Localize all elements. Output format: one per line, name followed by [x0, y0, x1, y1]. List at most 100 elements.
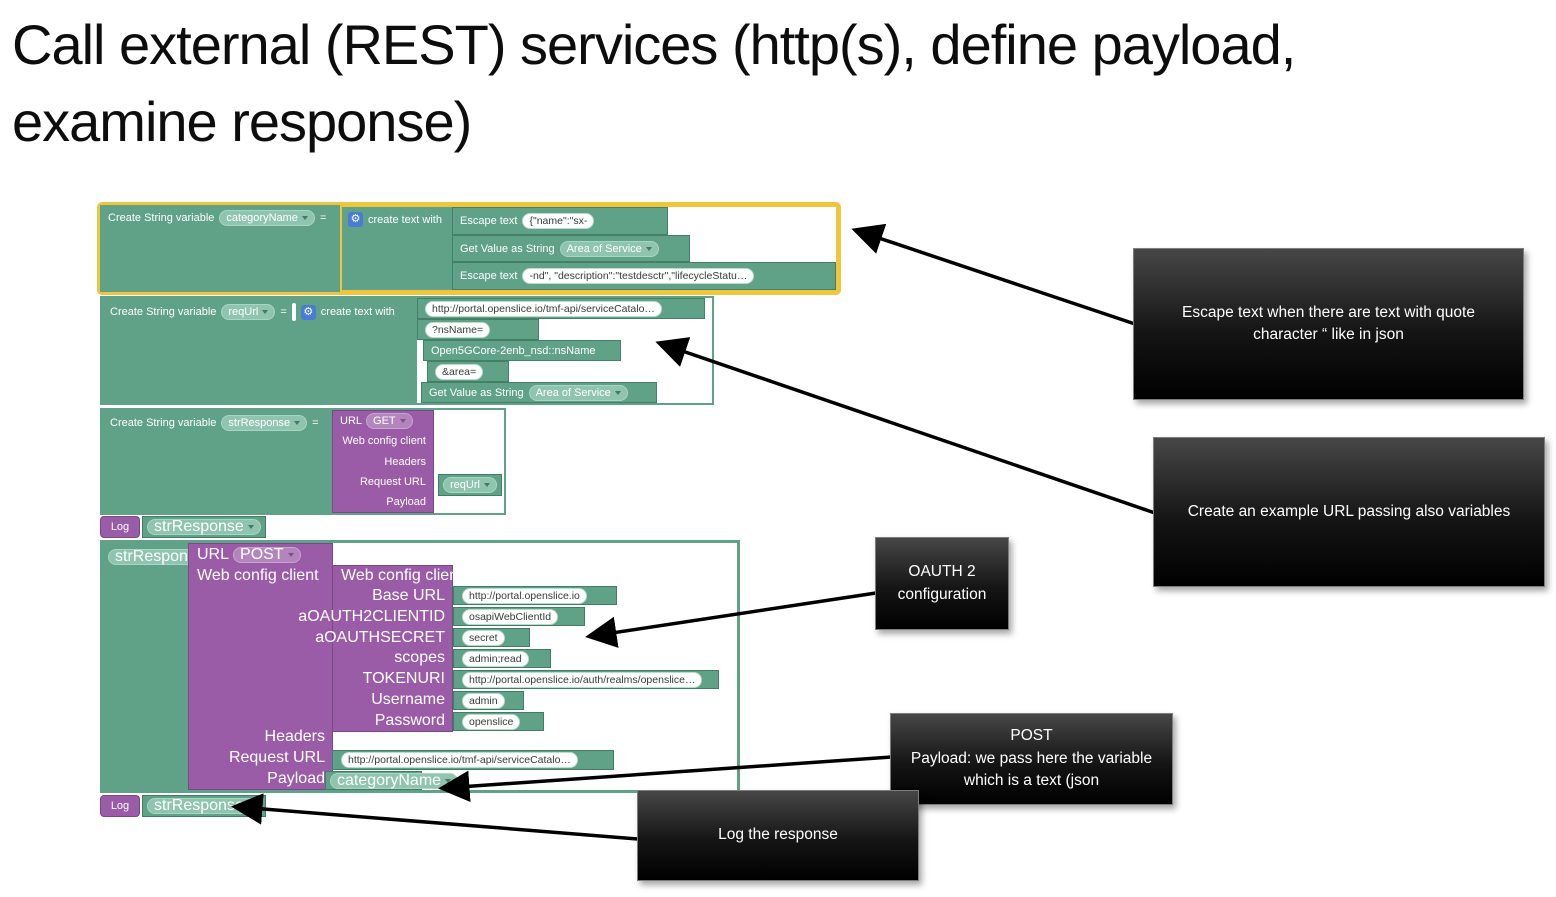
variable-dropdown[interactable]: strResponse: [221, 415, 308, 431]
log-block[interactable]: Log strResponse: [100, 795, 266, 817]
text-block[interactable]: secret: [453, 628, 530, 647]
log-block[interactable]: Log strResponse: [100, 516, 266, 538]
text-input[interactable]: {"name":"sx-: [522, 212, 595, 229]
variable-set-block[interactable]: strResponse =: [103, 543, 235, 790]
config-param-label: Base URL: [372, 587, 445, 605]
method-dropdown[interactable]: POST: [233, 545, 301, 563]
callout-text: Escape text when there are text with quo…: [1182, 303, 1475, 343]
block-url-get[interactable]: Create String variable strResponse = URL…: [100, 408, 506, 515]
url-call-block[interactable]: URL GET Web config client Headers Reques…: [332, 410, 434, 513]
variable-name: reqUrl: [228, 306, 259, 318]
text-block[interactable]: http://portal.openslice.io/tmf-api/servi…: [417, 298, 705, 319]
get-value-label: Get Value as String: [429, 386, 524, 399]
equals-label: =: [280, 306, 287, 318]
variable-dropdown[interactable]: reqUrl: [221, 304, 276, 320]
dropdown-arrow-icon: [287, 552, 294, 557]
variable-get-block[interactable]: reqUrl: [438, 474, 502, 496]
text-input[interactable]: admin;read: [462, 650, 529, 667]
gear-icon[interactable]: ⚙: [348, 212, 363, 227]
callout-example-url: Create an example URL passing also varia…: [1153, 437, 1545, 587]
callout-log-response: Log the response: [637, 790, 919, 881]
escape-text-label: Escape text: [460, 214, 518, 227]
text-block[interactable]: http://portal.openslice.io: [453, 586, 617, 605]
text-block[interactable]: admin: [453, 691, 524, 710]
variable-set-block[interactable]: Create String variable categoryName =: [100, 205, 340, 292]
area-of-service-dropdown[interactable]: Area of Service: [559, 240, 659, 257]
escape-text-block[interactable]: Escape text {"name":"sx-: [452, 207, 668, 235]
block-kind-label: Create String variable: [110, 306, 217, 318]
param-label: Request URL: [228, 748, 325, 766]
arrow-example-url: [655, 337, 1156, 515]
arrow-escape-text: [851, 223, 1136, 326]
variable-dropdown[interactable]: reqUrl: [443, 477, 497, 493]
param-label: Headers: [384, 455, 426, 468]
variable-get-block[interactable]: strResponse: [142, 795, 266, 817]
callout-text: Create an example URL passing also varia…: [1187, 502, 1511, 520]
get-value-block[interactable]: Get Value as String Area of Service: [452, 234, 690, 263]
get-value-block[interactable]: Get Value as String Area of Service: [421, 382, 657, 403]
text-input[interactable]: openslice: [462, 713, 521, 730]
block-url-post[interactable]: strResponse = URL POST Web config client…: [100, 540, 740, 793]
text-input[interactable]: -nd", "description":"testdesctr","lifecy…: [522, 268, 755, 285]
param-label: Headers: [264, 727, 325, 745]
callout-oauth: OAUTH 2 configuration: [875, 537, 1009, 630]
url-call-block[interactable]: URL POST Web config client Headers Reque…: [188, 543, 333, 790]
dropdown-value: Area of Service: [535, 386, 611, 399]
variable-dropdown[interactable]: categoryName: [330, 772, 459, 789]
block-create-categoryName[interactable]: Create String variable categoryName = ⚙ …: [97, 202, 841, 295]
callout-text: Payload: we pass here the variable which…: [910, 749, 1153, 790]
text-input[interactable]: http://portal.openslice.io/tmf-api/servi…: [425, 300, 662, 317]
text-input[interactable]: ?nsName=: [425, 321, 491, 338]
web-config-client-block[interactable]: Web config client Base URL aOAUTH2CLIENT…: [298, 565, 463, 732]
text-input[interactable]: http://portal.openslice.io/tmf-api/servi…: [341, 752, 578, 768]
callout-title: POST: [1010, 727, 1053, 745]
dropdown-arrow-icon: [614, 390, 621, 395]
variable-set-block[interactable]: Create String variable reqUrl = ⚙ create…: [102, 298, 417, 403]
text-input[interactable]: http://portal.openslice.io/auth/realms/o…: [462, 671, 703, 688]
text-block[interactable]: http://portal.openslice.io/tmf-api/servi…: [332, 750, 614, 770]
log-chip[interactable]: Log: [100, 516, 140, 538]
variable-dropdown[interactable]: categoryName: [219, 210, 315, 226]
variable-dropdown[interactable]: strResponse: [147, 518, 261, 535]
text-block[interactable]: osapiWebClientId: [453, 607, 585, 626]
text-block[interactable]: ?nsName=: [417, 319, 539, 340]
text-input[interactable]: admin: [462, 692, 505, 709]
text-input[interactable]: osapiWebClientId: [462, 608, 559, 625]
variable-get-block[interactable]: categoryName: [325, 771, 459, 790]
config-param-label: scopes: [394, 649, 445, 667]
text-input[interactable]: secret: [462, 629, 505, 646]
text-block[interactable]: openslice: [453, 712, 544, 731]
log-chip[interactable]: Log: [100, 795, 140, 817]
area-of-service-dropdown[interactable]: Area of Service: [528, 384, 628, 401]
param-label: Web config client: [197, 566, 319, 584]
param-label: Web config client: [342, 435, 426, 448]
text-input[interactable]: &area=: [435, 363, 484, 380]
method-dropdown[interactable]: GET: [366, 413, 413, 430]
block-kind-label: Create String variable: [110, 417, 217, 429]
variable-dropdown[interactable]: strResponse: [147, 797, 261, 814]
variable-get-block[interactable]: Open5GCore-2enb_nsd::nsName: [423, 340, 621, 361]
variable-name: strResponse: [115, 548, 205, 565]
mutator-label: create text with: [320, 306, 395, 318]
variable-get-block[interactable]: strResponse: [142, 516, 266, 538]
escape-text-label: Escape text: [460, 270, 518, 283]
callout-text: OAUTH 2 configuration: [897, 563, 987, 603]
mutator-label: create text with: [368, 213, 442, 226]
dropdown-value: Area of Service: [566, 242, 642, 255]
callout-post-payload: POST Payload: we pass here the variable …: [890, 713, 1173, 805]
text-block[interactable]: admin;read: [453, 649, 551, 668]
text-block[interactable]: &area=: [427, 361, 509, 382]
text-block[interactable]: http://portal.openslice.io/auth/realms/o…: [453, 670, 719, 689]
method-value: POST: [240, 545, 284, 563]
gear-icon[interactable]: ⚙: [300, 304, 316, 320]
variable-set-block[interactable]: Create String variable strResponse =: [102, 410, 332, 513]
text-input[interactable]: http://portal.openslice.io: [462, 587, 587, 604]
dropdown-arrow-icon: [445, 778, 452, 783]
dropdown-arrow-icon: [294, 421, 301, 425]
param-label: Request URL: [359, 475, 426, 488]
escape-text-block[interactable]: Escape text -nd", "description":"testdes…: [452, 262, 836, 291]
block-create-reqUrl[interactable]: Create String variable reqUrl = ⚙ create…: [100, 296, 714, 405]
config-param-label: TOKENURI: [362, 670, 445, 688]
log-label: Log: [110, 800, 130, 812]
dropdown-arrow-icon: [247, 804, 254, 808]
